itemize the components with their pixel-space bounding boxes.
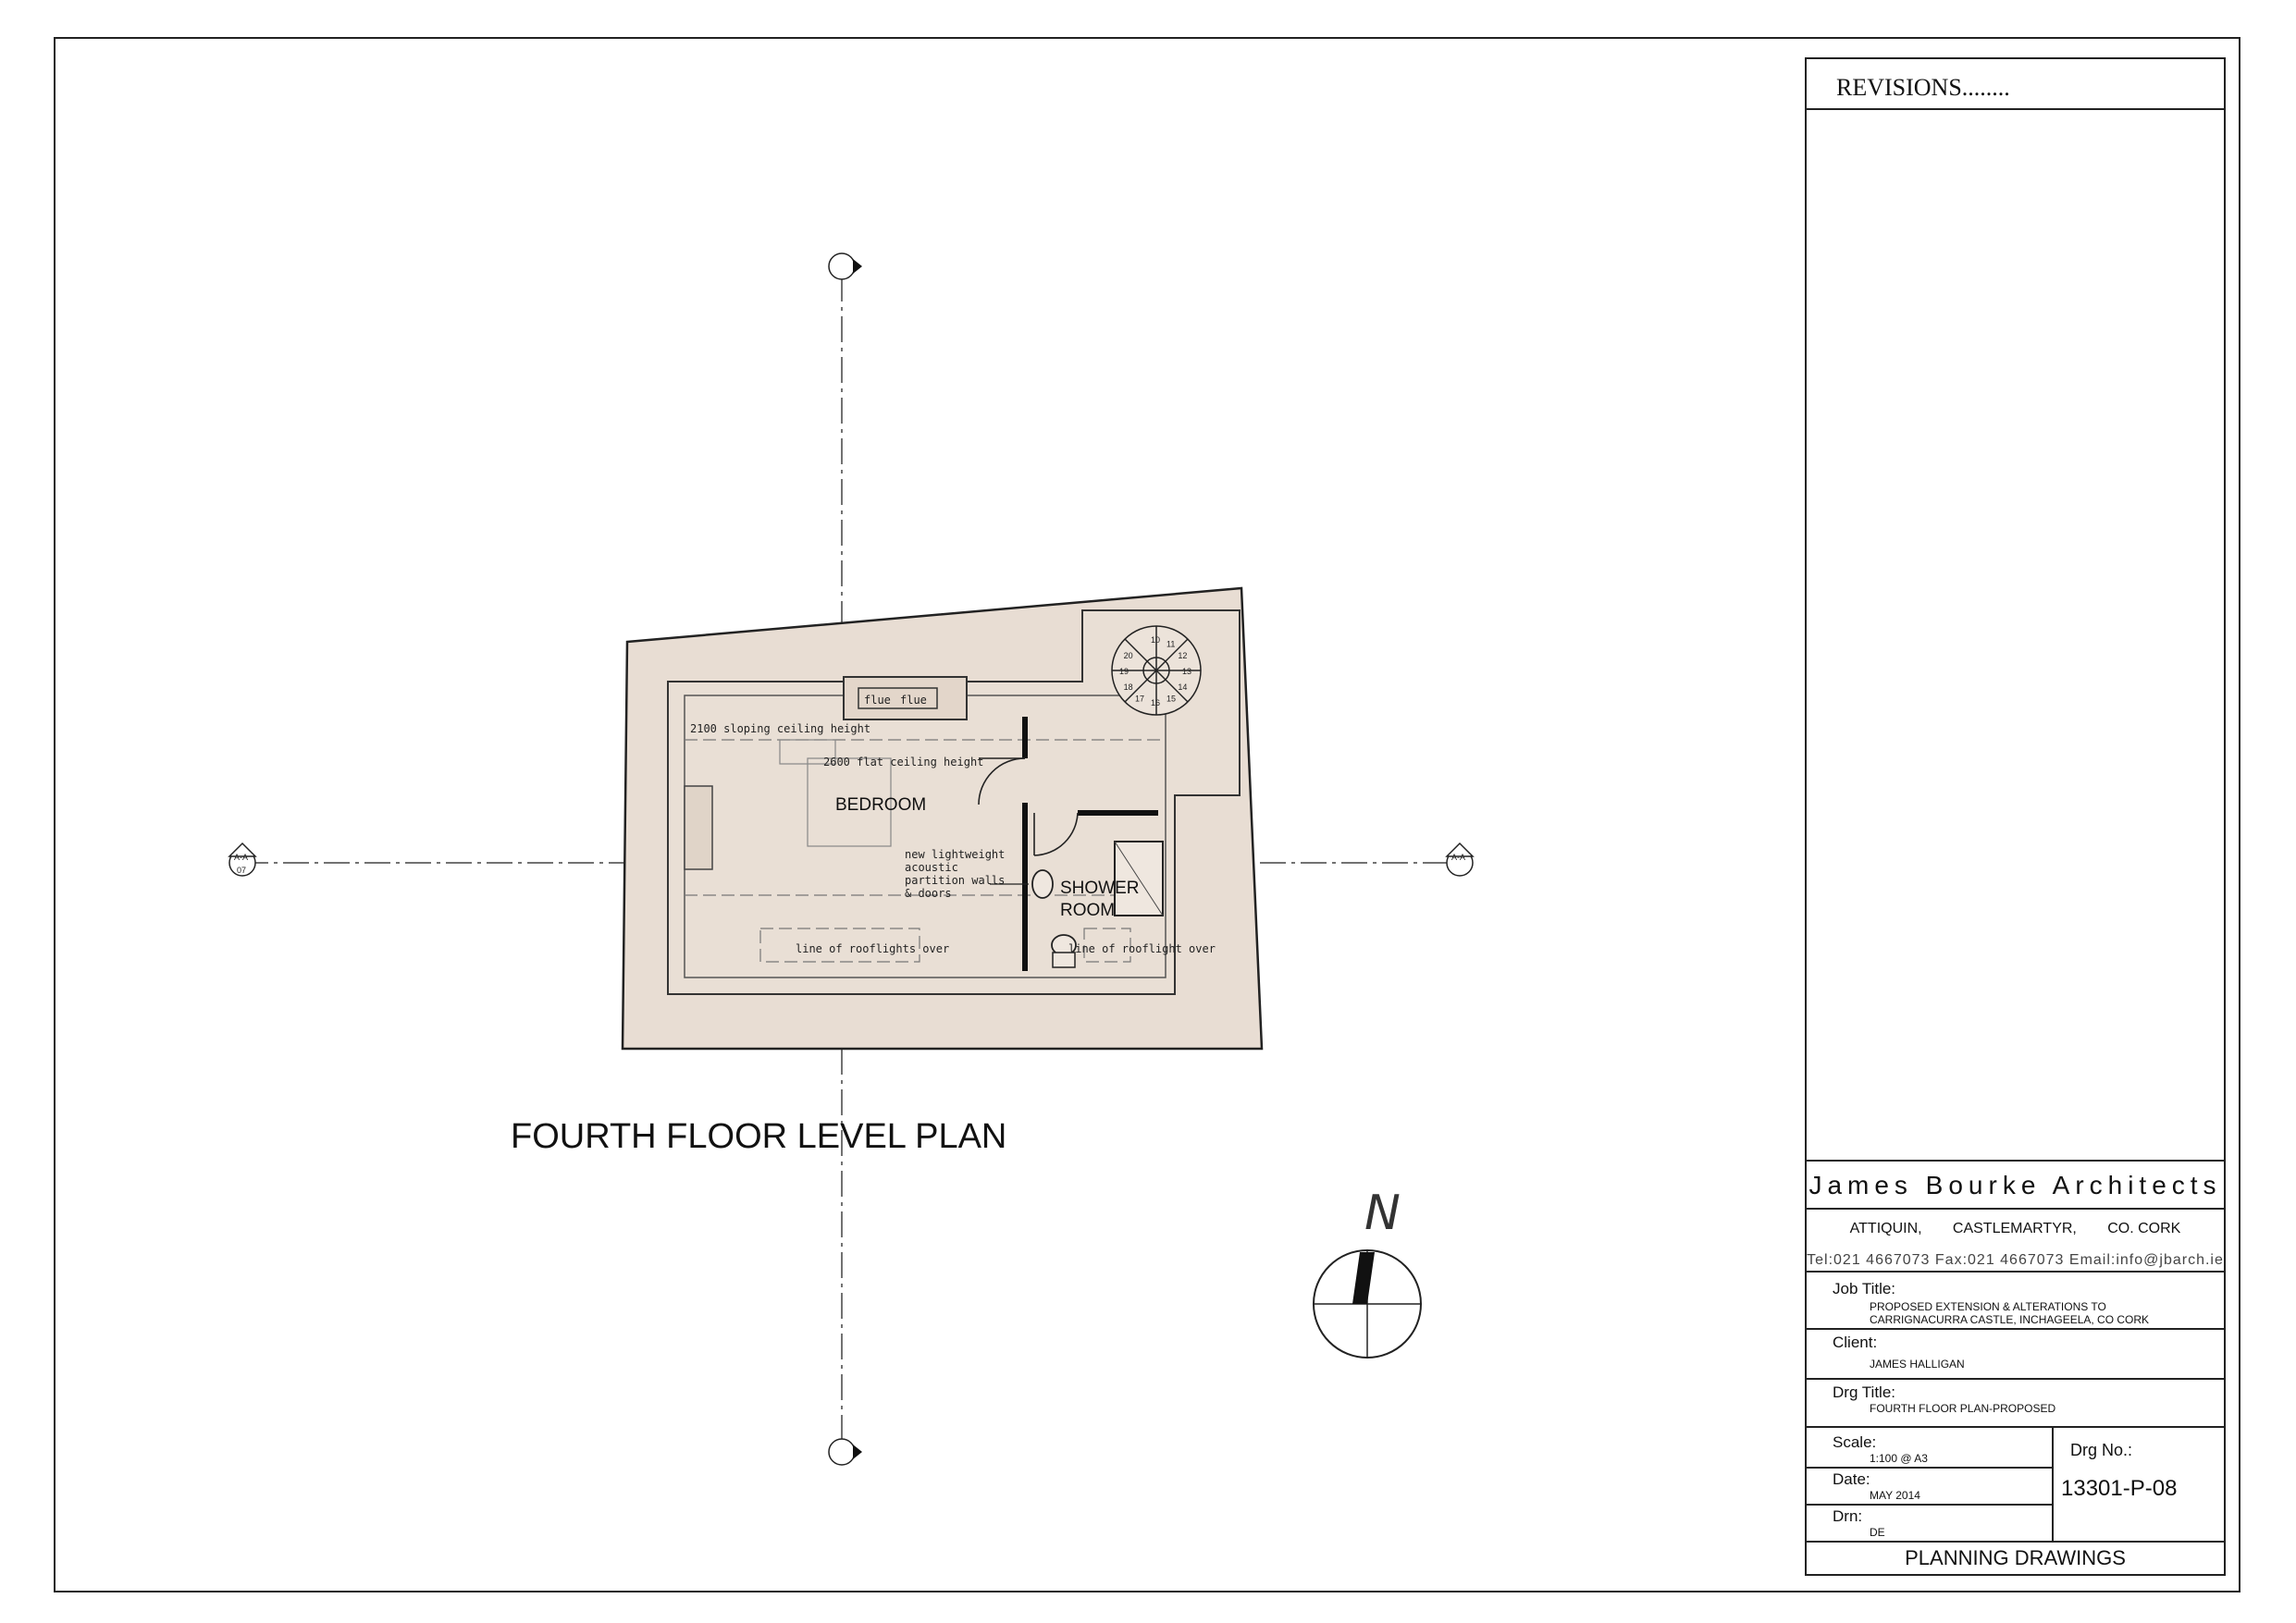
drawing-title-label: Drg Title: (1833, 1383, 1896, 1401)
plan-title: FOURTH FLOOR LEVEL PLAN (511, 1117, 1007, 1156)
address-part-2: CASTLEMARTYR, (1952, 1221, 2077, 1236)
job-row: Job Title: PROPOSED EXTENSION & ALTERATI… (1807, 1273, 2224, 1330)
section-left-id: A-A (234, 853, 248, 862)
contact-details: Tel:021 4667073 Fax:021 4667073 Email:in… (1807, 1252, 2224, 1268)
basin (1031, 869, 1054, 899)
section-marker-bottom (828, 1438, 862, 1466)
section-right-id: A-A (1451, 853, 1465, 862)
scale-value: 1:100 @ A3 (1870, 1452, 1928, 1465)
partition-walls (1022, 717, 1158, 971)
flue-label-2: flue (900, 694, 927, 707)
client-value: JAMES HALLIGAN (1870, 1358, 1965, 1371)
stair-step-number: 15 (1167, 694, 1176, 703)
date-label: Date: (1833, 1470, 1870, 1488)
note-partition-1: new lightweight (905, 848, 1005, 861)
drawn-by-label: Drn: (1833, 1507, 1863, 1525)
note-partition-3: partition walls (905, 874, 1005, 887)
note-rooflight: line of rooflight over (1068, 942, 1216, 955)
spiral-stair (1111, 625, 1202, 716)
drawing-title-row: Drg Title: FOURTH FLOOR PLAN-PROPOSED (1807, 1380, 2224, 1428)
drawing-border (54, 37, 2240, 1592)
stair-step-number: 19 (1119, 667, 1129, 676)
room-label-bedroom: BEDROOM (835, 795, 926, 815)
revisions-label: REVISIONS........ (1836, 74, 2010, 101)
note-partition-4: & doors (905, 887, 952, 900)
section-left-sheet: 07 (237, 866, 246, 875)
stair-step-number: 14 (1178, 682, 1187, 692)
firm-row: James Bourke Architects (1807, 1160, 2224, 1210)
address-part-3: CO. CORK (2107, 1221, 2181, 1236)
job-line-1: PROPOSED EXTENSION & ALTERATIONS TO (1870, 1300, 2106, 1313)
planning-status: PLANNING DRAWINGS (1905, 1546, 2126, 1569)
flue-label-1: flue (864, 694, 891, 707)
address-part-1: ATTIQUIN, (1849, 1221, 1922, 1236)
door-swings (978, 757, 1079, 856)
stair-step-number: 18 (1124, 682, 1133, 692)
stair-step-number: 17 (1135, 694, 1144, 703)
job-line-2: CARRIGNACURRA CASTLE, INCHAGEELA, CO COR… (1870, 1313, 2150, 1326)
job-label: Job Title: (1833, 1280, 1896, 1297)
client-row: Client: JAMES HALLIGAN (1807, 1330, 2224, 1380)
drawing-title-value: FOURTH FLOOR PLAN-PROPOSED (1870, 1402, 2056, 1415)
north-label: N (1364, 1186, 1401, 1241)
bed-outline (807, 757, 892, 847)
note-sloping-ceiling: 2100 sloping ceiling height (690, 722, 870, 735)
north-arrow (1313, 1249, 1422, 1359)
drawing-number-label: Drg No.: (2070, 1441, 2133, 1459)
note-partition-2: acoustic (905, 861, 958, 874)
inner-walls (667, 609, 1241, 995)
address-row: ATTIQUIN, CASTLEMARTYR, CO. CORK Tel:021… (1807, 1210, 2224, 1273)
drawing-number-value: 13301-P-08 (2061, 1476, 2178, 1501)
firm-name: James Bourke Architects (1808, 1171, 2222, 1199)
client-label: Client: (1833, 1334, 1878, 1351)
drawn-by-value: DE (1870, 1526, 1885, 1539)
revisions-header: REVISIONS........ (1807, 59, 2224, 110)
stair-step-number: 16 (1151, 698, 1160, 707)
room-label-shower: SHOWER (1060, 879, 1140, 898)
stair-step-number: 11 (1167, 640, 1175, 649)
stair-step-number: 13 (1182, 667, 1191, 676)
date-value: MAY 2014 (1870, 1489, 1920, 1502)
section-marker-left (228, 842, 257, 877)
note-flat-ceiling: 2600 flat ceiling height (823, 756, 983, 768)
title-block: REVISIONS........ James Bourke Architect… (1805, 57, 2226, 1576)
stair-step-number: 20 (1124, 651, 1133, 660)
meta-row: Scale: 1:100 @ A3 Date: MAY 2014 Drn: DE… (1807, 1428, 2224, 1543)
note-rooflights: line of rooflights over (796, 942, 949, 955)
stair-step-number: 10 (1151, 635, 1160, 645)
section-marker-right (1445, 842, 1475, 877)
flue-block (843, 676, 968, 720)
section-marker-top (828, 252, 862, 280)
scale-label: Scale: (1833, 1433, 1877, 1451)
stair-step-number: 12 (1178, 651, 1187, 660)
room-label-room: ROOM (1060, 901, 1115, 920)
